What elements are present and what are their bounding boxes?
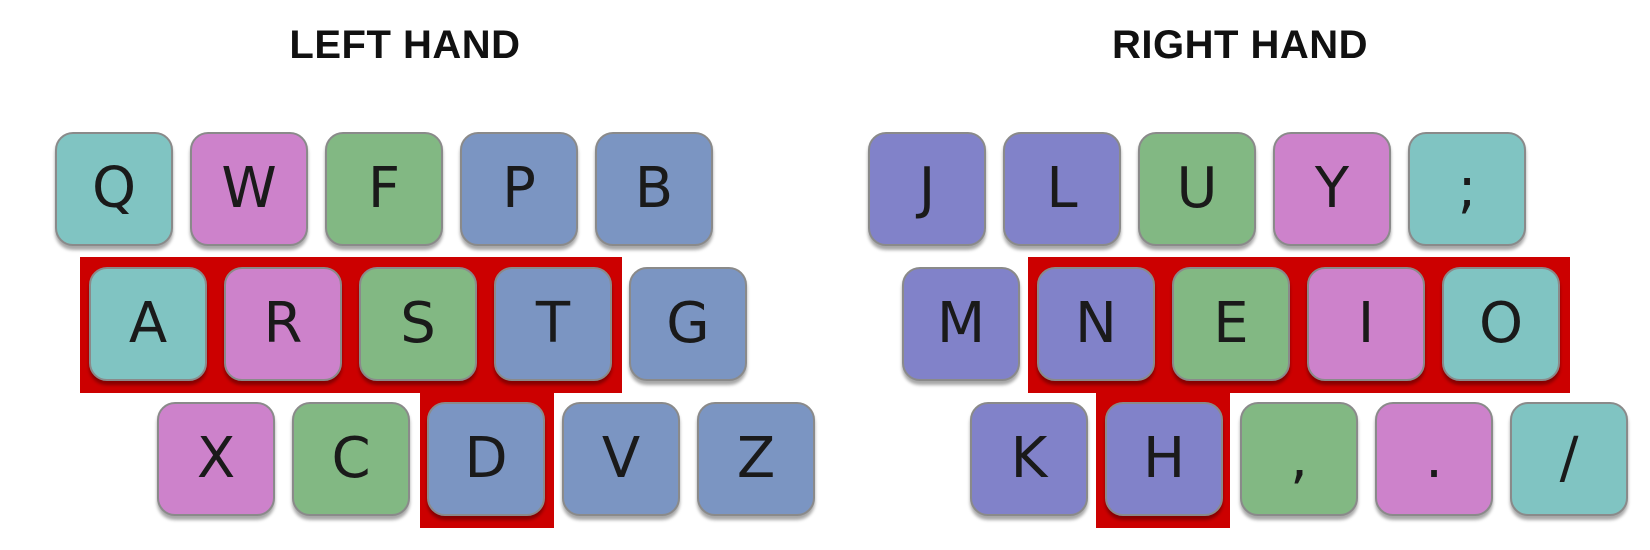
key-label: H (1142, 426, 1186, 491)
key-label: G (666, 291, 710, 356)
key-label: D (464, 426, 508, 491)
key-label: L (1046, 156, 1078, 221)
key-label: T (535, 291, 571, 356)
key-label: J (918, 156, 936, 221)
key-e[interactable]: E (1172, 267, 1290, 381)
key-comma[interactable]: , (1240, 402, 1358, 516)
key-label: ; (1457, 156, 1477, 221)
key-l[interactable]: L (1003, 132, 1121, 246)
key-u[interactable]: U (1138, 132, 1256, 246)
key-label: M (936, 291, 986, 356)
key-k[interactable]: K (970, 402, 1088, 516)
key-label: I (1357, 291, 1375, 356)
key-j[interactable]: J (868, 132, 986, 246)
key-m[interactable]: M (902, 267, 1020, 381)
key-g[interactable]: G (629, 267, 747, 381)
key-label: U (1176, 156, 1218, 221)
key-label: F (367, 156, 401, 221)
key-t[interactable]: T (494, 267, 612, 381)
key-o[interactable]: O (1442, 267, 1560, 381)
key-label: / (1559, 426, 1579, 491)
key-label: S (400, 291, 436, 356)
key-c[interactable]: C (292, 402, 410, 516)
key-label: W (221, 156, 277, 221)
key-s[interactable]: S (359, 267, 477, 381)
key-label: Z (736, 426, 776, 491)
key-i[interactable]: I (1307, 267, 1425, 381)
key-slash[interactable]: / (1510, 402, 1628, 516)
left-hand-title: LEFT HAND (289, 23, 521, 67)
key-v[interactable]: V (562, 402, 680, 516)
key-label: O (1478, 291, 1524, 356)
key-label: Y (1314, 156, 1350, 221)
right-hand-title: RIGHT HAND (1111, 23, 1369, 67)
key-label: K (1010, 426, 1048, 491)
key-n[interactable]: N (1037, 267, 1155, 381)
key-label: V (601, 426, 641, 491)
key-d[interactable]: D (427, 402, 545, 516)
key-p[interactable]: P (460, 132, 578, 246)
key-label: P (502, 156, 536, 221)
key-f[interactable]: F (325, 132, 443, 246)
key-x[interactable]: X (157, 402, 275, 516)
key-label: . (1425, 426, 1443, 491)
key-r[interactable]: R (224, 267, 342, 381)
key-semicolon[interactable]: ; (1408, 132, 1526, 246)
key-a[interactable]: A (89, 267, 207, 381)
key-q[interactable]: Q (55, 132, 173, 246)
key-label: R (263, 291, 303, 356)
key-label: , (1290, 426, 1308, 491)
key-label: B (634, 156, 674, 221)
key-label: C (331, 426, 371, 491)
key-h[interactable]: H (1105, 402, 1223, 516)
key-w[interactable]: W (190, 132, 308, 246)
key-y[interactable]: Y (1273, 132, 1391, 246)
key-period[interactable]: . (1375, 402, 1493, 516)
key-label: Q (91, 156, 137, 221)
key-b[interactable]: B (595, 132, 713, 246)
key-z[interactable]: Z (697, 402, 815, 516)
key-label: X (196, 426, 236, 491)
key-label: E (1213, 291, 1249, 356)
key-label: A (128, 291, 168, 356)
key-label: N (1075, 291, 1117, 356)
